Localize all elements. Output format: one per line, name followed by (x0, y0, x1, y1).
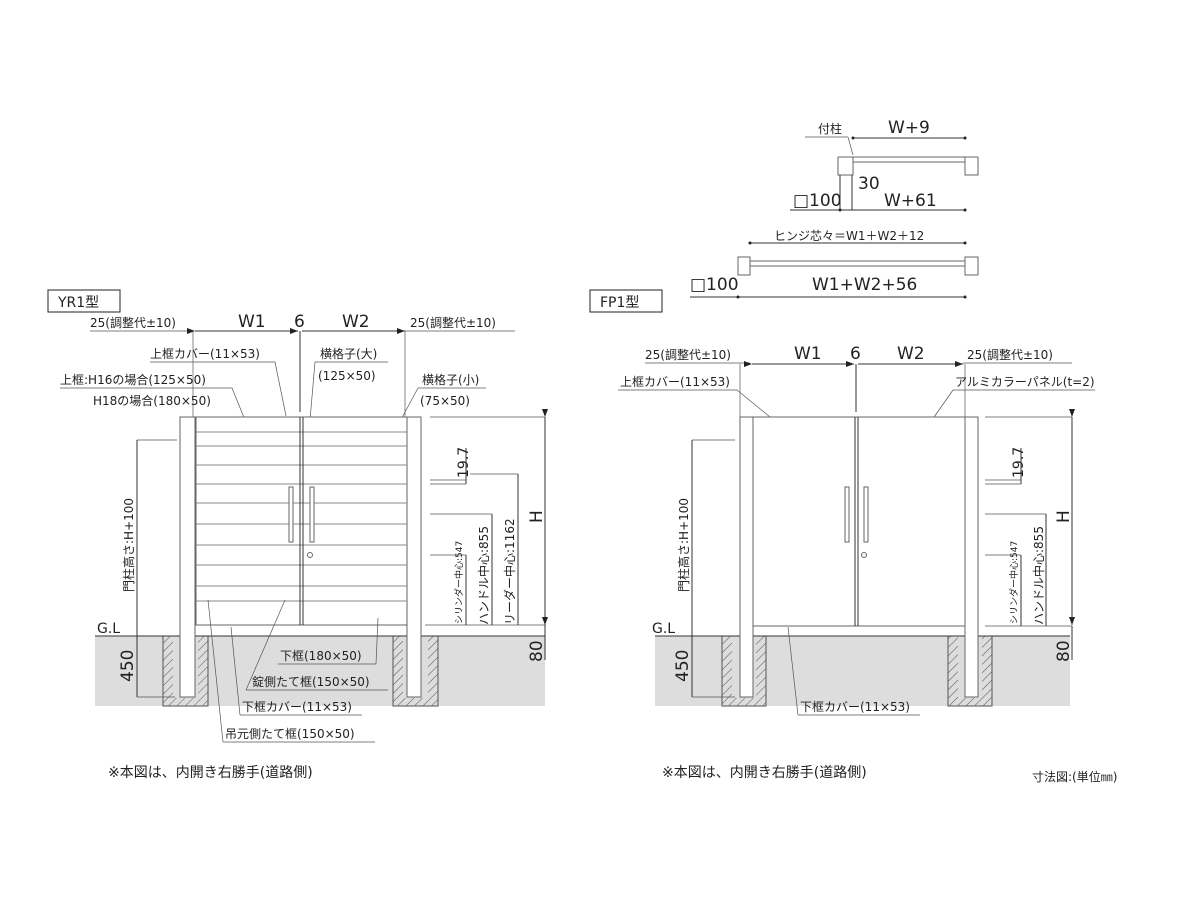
hinge-distance: ヒンジ芯々＝W1＋W2＋12 (774, 229, 924, 243)
dim-w2: W2 (897, 344, 925, 364)
post-label: 付柱 (818, 121, 842, 136)
adjust-right: 25(調整代±10) (410, 315, 496, 330)
plan-view-single: 付柱 W+9 30 □100 W+61 (790, 118, 979, 212)
label-bottom-cover: 下框カバー(11×53) (800, 700, 910, 714)
dim-w-plus-61: W+61 (884, 191, 937, 211)
label-rail-small: 横格子(小) (422, 372, 479, 387)
handle-icon (309, 486, 315, 543)
gate-leaves (752, 416, 966, 627)
dim-h: H (1054, 510, 1074, 523)
dim-w1-w2-56: W1+W2+56 (812, 275, 917, 295)
right-post (964, 416, 979, 698)
label-top-cover: 上框カバー(11×53) (620, 375, 730, 389)
yr1-elevation: YR1型 25(調整代±10) 25(調整代±10) W1 6 W2 上框カバー… (47, 289, 548, 781)
label-rail-large-size: (125×50) (318, 369, 376, 383)
ground-level-label: G.L (97, 621, 120, 637)
gate-leaves (195, 416, 408, 626)
post-height-dim: 門柱高さ:H+100 (676, 498, 691, 592)
dim-w2: W2 (342, 312, 370, 332)
post-size: □100 (793, 191, 842, 211)
label-top-frame-h18: H18の場合(180×50) (93, 393, 211, 408)
left-post (179, 416, 196, 698)
fp1-title: FP1型 (600, 295, 639, 311)
post (837, 156, 854, 176)
dim-80: 80 (1054, 640, 1074, 662)
depth-450: 450 (673, 650, 693, 682)
handle-center-dim: ハンドル中心:855 (476, 526, 491, 625)
label-rail-small-size: (75×50) (420, 394, 470, 408)
post-height-dim: 門柱高さ:H+100 (121, 498, 136, 592)
handle-icon (288, 486, 294, 543)
dim-19-7: 19.7 (456, 447, 472, 478)
dim-6: 6 (294, 312, 305, 332)
left-post (739, 416, 754, 698)
yr1-title: YR1型 (57, 295, 99, 311)
adjust-left: 25(調整代±10) (645, 347, 731, 362)
dim-h: H (527, 510, 547, 523)
right-post (406, 416, 422, 698)
fp1-elevation: FP1型 25(調整代±10) 25(調整代±10) W1 6 W2 上框カバー… (589, 289, 1095, 781)
reader-center-dim: リーダー中心:1162 (502, 518, 517, 625)
plan-view-double: ヒンジ芯々＝W1＋W2＋12 □100 W1+W2+56 (690, 229, 979, 299)
dim-w-plus-9: W+9 (888, 118, 930, 138)
yr1-note: ※本図は、内開き右勝手(道路側) (108, 765, 313, 781)
depth-450: 450 (118, 650, 138, 682)
label-panel: アルミカラーパネル(t=2) (955, 375, 1095, 389)
dim-w1: W1 (238, 312, 266, 332)
adjust-right: 25(調整代±10) (967, 347, 1053, 362)
dim-6: 6 (850, 344, 861, 364)
cylinder-center-dim: シリンダー中心:547 (453, 541, 465, 624)
handle-icon (844, 486, 850, 543)
post-size: □100 (690, 275, 739, 295)
label-hinge-stile: 吊元側たて框(150×50) (225, 727, 355, 741)
ground-level-label: G.L (652, 621, 675, 637)
cylinder-lock-icon (307, 552, 313, 558)
fp1-note: ※本図は、内開き右勝手(道路側) (662, 765, 867, 781)
cylinder-center-dim: シリンダー中心:547 (1008, 541, 1020, 624)
label-bottom-cover: 下框カバー(11×53) (242, 700, 352, 714)
dim-19-7: 19.7 (1011, 447, 1027, 478)
dim-w1: W1 (794, 344, 822, 364)
label-bottom-frame: 下框(180×50) (280, 649, 362, 663)
adjust-left: 25(調整代±10) (90, 315, 176, 330)
unit-note: 寸法図:(単位㎜) (1032, 769, 1117, 784)
dim-80: 80 (527, 640, 547, 662)
handle-icon (863, 486, 869, 543)
label-rail-large: 横格子(大) (320, 346, 377, 361)
post (964, 156, 979, 176)
handle-center-dim: ハンドル中心:855 (1031, 526, 1046, 625)
label-lock-stile: 錠側たて框(150×50) (252, 674, 370, 689)
label-top-frame-h16: 上框:H16の場合(125×50) (60, 372, 206, 387)
cylinder-lock-icon (861, 552, 867, 558)
dim-30: 30 (858, 174, 880, 194)
ground (655, 636, 1070, 706)
label-top-cover: 上框カバー(11×53) (150, 347, 260, 361)
